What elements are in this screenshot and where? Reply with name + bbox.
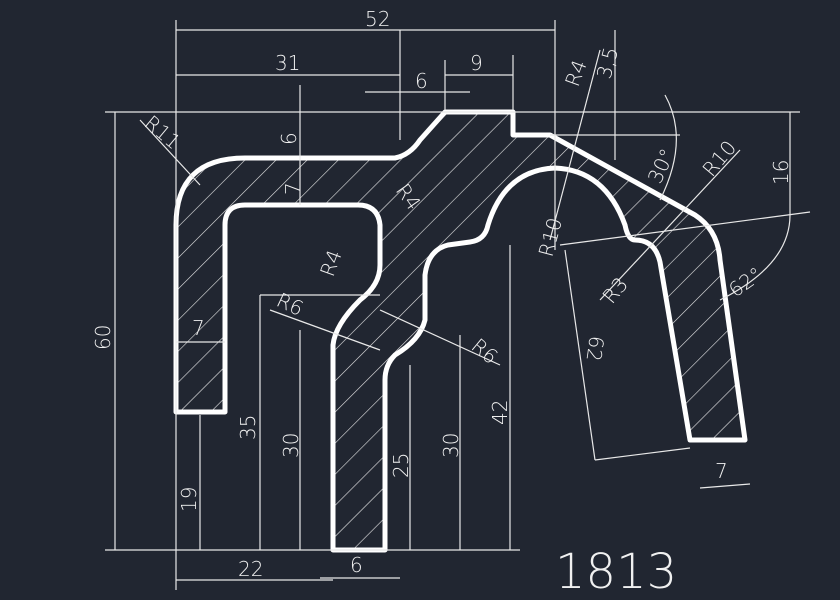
- dim-7-top: 7: [281, 182, 305, 195]
- dim-9: 9: [470, 51, 483, 75]
- dim-r10-right: R10: [697, 136, 741, 182]
- dim-r11: R11: [140, 110, 186, 154]
- dim-3-5: 3,5: [592, 44, 623, 81]
- profile-outline: [173, 109, 748, 553]
- dim-19: 19: [177, 487, 201, 512]
- dimension-lines: [105, 20, 811, 590]
- dim-6-drop: 6: [277, 132, 301, 145]
- dim-r6-left: R6: [273, 288, 307, 321]
- dim-62: 62: [582, 334, 609, 363]
- dim-16: 16: [769, 160, 793, 185]
- dim-6-step: 6: [415, 69, 428, 93]
- dim-6-bottom: 6: [350, 553, 363, 577]
- dim-25: 25: [389, 453, 413, 478]
- dim-7-left: 7: [192, 316, 205, 340]
- dim-7-right: 7: [715, 459, 728, 483]
- dim-r4-top: R4: [560, 56, 592, 89]
- dim-60: 60: [91, 325, 115, 350]
- dim-42: 42: [488, 400, 512, 425]
- dim-35: 35: [236, 415, 260, 440]
- dim-30-right: 30: [439, 433, 463, 458]
- dim-30-deg: 30°: [643, 145, 680, 187]
- dim-r3: R3: [597, 272, 632, 308]
- dim-62-deg: 62°: [724, 262, 767, 302]
- dim-r10-left: R10: [534, 215, 567, 259]
- dim-52: 52: [365, 7, 390, 31]
- part-number: 1813: [555, 544, 677, 600]
- dim-22: 22: [238, 557, 263, 581]
- dim-31: 31: [275, 51, 300, 75]
- dim-r4-inner: R4: [315, 246, 347, 279]
- dim-30-left: 30: [279, 433, 303, 458]
